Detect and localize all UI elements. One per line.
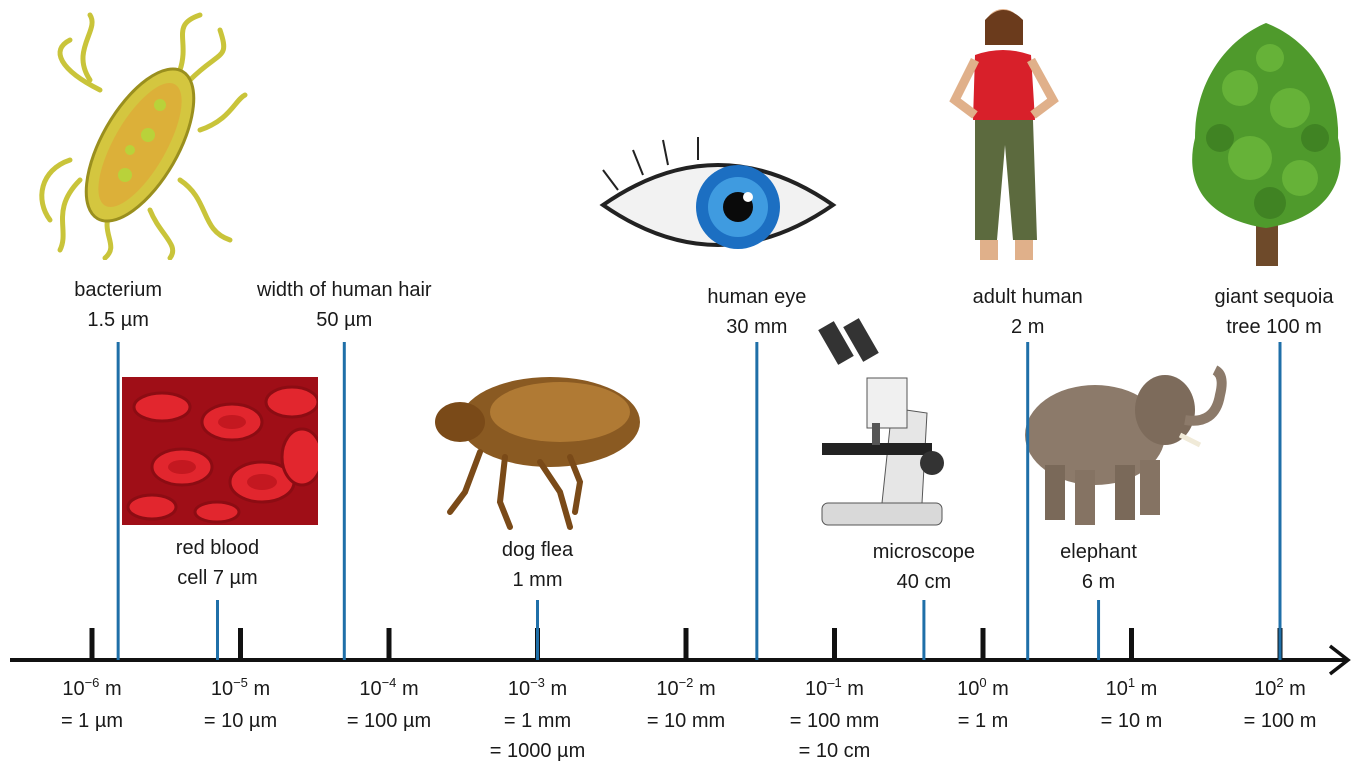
tick-equivalent: = 100 mm: [770, 706, 900, 736]
tick-equivalent: = 1000 µm: [473, 736, 603, 766]
tick-unit: m: [1284, 678, 1306, 700]
tick-equivalent: = 1 µm: [27, 706, 157, 736]
tick-label: 101 m = 10 m: [1067, 674, 1197, 736]
tick-unit: m: [248, 678, 270, 700]
tick-unit: m: [396, 678, 418, 700]
tick-exponent: –1: [827, 675, 841, 690]
elephant-label: elephant 6 m: [979, 537, 1219, 597]
tick-label: 102 m = 100 m: [1215, 674, 1345, 736]
tick-equivalent: = 1 mm: [473, 706, 603, 736]
tick-label: 10−3 m = 1 mm= 1000 µm: [473, 674, 603, 766]
tick-label: 10–1 m = 100 mm= 10 cm: [770, 674, 900, 766]
tick-exponent: 2: [1276, 675, 1283, 690]
tick-base: 10: [211, 678, 233, 700]
tick-base: 10: [1254, 678, 1276, 700]
tick-base: 10: [359, 678, 381, 700]
tick-base: 10: [805, 678, 827, 700]
tick-label: 10−4 m = 100 µm: [324, 674, 454, 736]
tick-label: 10−5 m = 10 µm: [176, 674, 306, 736]
sequoia-label: giant sequoia tree 100 m: [1194, 282, 1354, 342]
tick-unit: m: [987, 678, 1009, 700]
tick-base: 10: [62, 678, 84, 700]
tick-exponent: −4: [382, 675, 397, 690]
dog-flea-label: dog flea 1 mm: [418, 535, 658, 595]
tick-unit: m: [545, 678, 567, 700]
human-hair-label: width of human hair 50 µm: [224, 275, 464, 335]
tick-exponent: −6: [85, 675, 100, 690]
tick-base: 10: [957, 678, 979, 700]
tick-equivalent: = 100 m: [1215, 706, 1345, 736]
tick-exponent: −2: [679, 675, 694, 690]
tick-equivalent: = 10 µm: [176, 706, 306, 736]
human-eye-label: human eye 30 mm: [637, 282, 877, 342]
tick-equivalent: = 10 mm: [621, 706, 751, 736]
tick-equivalent: = 100 µm: [324, 706, 454, 736]
tick-equivalent: = 10 m: [1067, 706, 1197, 736]
tick-label: 100 m = 1 m: [918, 674, 1048, 736]
tick-unit: m: [1135, 678, 1157, 700]
tick-base: 10: [508, 678, 530, 700]
tick-label: 10−6 m = 1 µm: [27, 674, 157, 736]
tick-unit: m: [693, 678, 715, 700]
tick-unit: m: [99, 678, 121, 700]
tick-exponent: −3: [530, 675, 545, 690]
tick-equivalent: = 1 m: [918, 706, 1048, 736]
tick-exponent: −5: [233, 675, 248, 690]
tick-base: 10: [656, 678, 678, 700]
tick-exponent: 1: [1128, 675, 1135, 690]
tick-equivalent: = 10 cm: [770, 736, 900, 766]
adult-human-label: adult human 2 m: [908, 282, 1148, 342]
tick-label: 10−2 m = 10 mm: [621, 674, 751, 736]
tick-base: 10: [1106, 678, 1128, 700]
tick-exponent: 0: [979, 675, 986, 690]
tick-unit: m: [842, 678, 864, 700]
red-blood-cell-label: red blood cell 7 µm: [97, 533, 337, 593]
bacterium-label: bacterium 1.5 µm: [0, 275, 238, 335]
